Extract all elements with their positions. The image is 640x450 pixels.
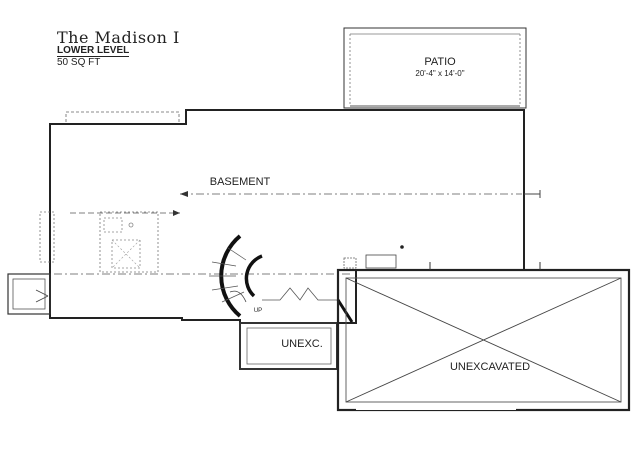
future-bath (99, 211, 159, 273)
unexc-small-label: UNEXC. (281, 338, 323, 350)
patio-dimensions: 20'-4" x 14'-0" (415, 69, 464, 78)
unexcavated-label: UNEXCAVATED (450, 361, 530, 373)
patio-area (343, 27, 527, 109)
window-top-left (65, 111, 180, 125)
unexcavated-area (336, 262, 631, 412)
exterior-walls (49, 109, 525, 324)
patio-label: PATIO (424, 56, 456, 68)
level-label: LOWER LEVEL (57, 45, 130, 57)
area-label: 50 SQ FT (57, 57, 101, 68)
stair-up-label: UP (254, 308, 262, 314)
mechanical-box (365, 254, 397, 269)
curved-staircase (209, 234, 354, 323)
window-well-left (7, 273, 51, 315)
floor-drain-icon (400, 245, 404, 249)
plan-title: The Madison I (57, 28, 180, 47)
basement-label: BASEMENT (210, 176, 271, 188)
